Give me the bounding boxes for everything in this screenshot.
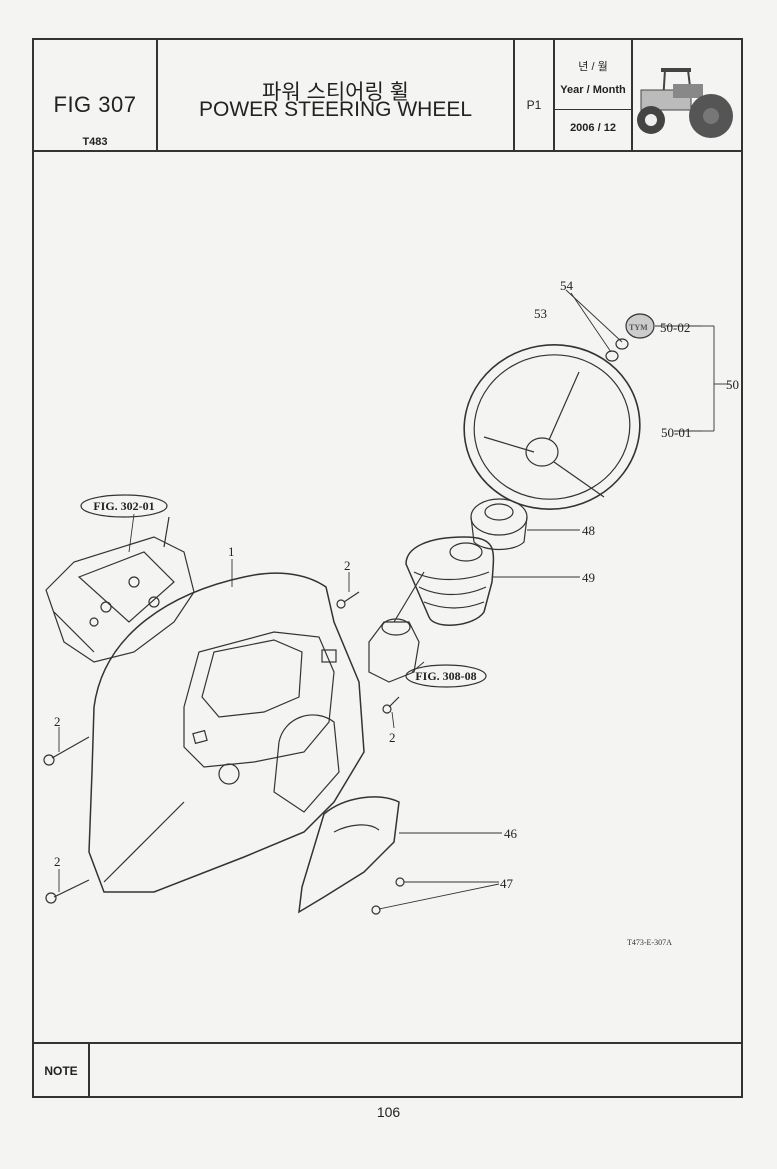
screw-set bbox=[43, 591, 400, 904]
steering-boot bbox=[405, 536, 495, 626]
page-cell: P1 bbox=[515, 40, 555, 150]
part-label-2-left: 2 bbox=[54, 714, 61, 729]
fig-302-reference: FIG. 302-01 bbox=[93, 499, 154, 513]
fig-308-reference: FIG. 308-08 bbox=[415, 669, 476, 683]
cover-screws bbox=[371, 877, 405, 915]
note-label: NOTE bbox=[34, 1044, 90, 1098]
tractor-image-cell bbox=[633, 40, 741, 150]
part-label-54: 54 bbox=[560, 278, 574, 293]
part-label-48: 48 bbox=[582, 523, 595, 538]
fig-302-oval bbox=[80, 494, 168, 518]
date-value: 2006 / 12 bbox=[570, 122, 616, 134]
date-cell: 년 / 월 Year / Month 2006 / 12 bbox=[555, 40, 633, 150]
part-label-2-bottom: 2 bbox=[54, 854, 61, 869]
part-label-46: 46 bbox=[504, 826, 518, 841]
part-label-53: 53 bbox=[534, 306, 547, 321]
part-label-50-02: 50-02 bbox=[660, 320, 690, 335]
date-label-korean: 년 / 월 bbox=[578, 61, 608, 73]
title-cell: 파워 스티어링 휠 POWER STEERING WHEEL bbox=[158, 40, 515, 150]
drawing-code: T473-E-307A bbox=[627, 938, 672, 947]
hub-adapter bbox=[470, 498, 528, 551]
part-label-1: 1 bbox=[228, 544, 235, 559]
dashboard-panel bbox=[88, 572, 365, 893]
part-label-50: 50 bbox=[726, 377, 739, 392]
sheet-number: P1 bbox=[526, 98, 542, 112]
title-english: POWER STEERING WHEEL bbox=[198, 98, 473, 121]
date-divider bbox=[555, 109, 631, 110]
leader-lines bbox=[58, 289, 730, 910]
bracket-mechanism bbox=[45, 516, 195, 663]
fig-308-oval bbox=[405, 664, 487, 688]
page-frame: FIG 307 T483 파워 스티어링 휠 POWER STEERING WH… bbox=[32, 38, 743, 1098]
part-label-2-top: 2 bbox=[344, 558, 351, 573]
title-korean: 파워 스티어링 휠 bbox=[262, 81, 409, 104]
note-section: NOTE bbox=[34, 1042, 741, 1098]
exploded-diagram: TYM FIG. 302-01 FIG. 308-08 54 53 50-02 … bbox=[43, 278, 739, 947]
column-cover bbox=[298, 796, 400, 914]
part-label-47: 47 bbox=[500, 876, 514, 891]
title-block: FIG 307 T483 파워 스티어링 휠 POWER STEERING WH… bbox=[34, 40, 741, 152]
nut bbox=[615, 338, 629, 350]
part-label-49: 49 bbox=[582, 570, 595, 585]
fig-cell: FIG 307 T483 bbox=[34, 40, 158, 150]
fig-number: FIG 307 bbox=[53, 92, 137, 117]
page-number: 106 bbox=[376, 1104, 401, 1120]
part-label-2-right: 2 bbox=[389, 730, 396, 745]
steering-wheel bbox=[463, 344, 641, 510]
date-label-english: Year / Month bbox=[560, 84, 626, 96]
part-label-50-01: 50-01 bbox=[661, 425, 691, 440]
tractor-icon bbox=[637, 68, 733, 138]
steering-column bbox=[368, 571, 425, 683]
horn-cap bbox=[625, 313, 655, 339]
washer bbox=[605, 350, 619, 362]
cap-logo: TYM bbox=[629, 323, 648, 332]
model-code: T483 bbox=[82, 136, 108, 148]
